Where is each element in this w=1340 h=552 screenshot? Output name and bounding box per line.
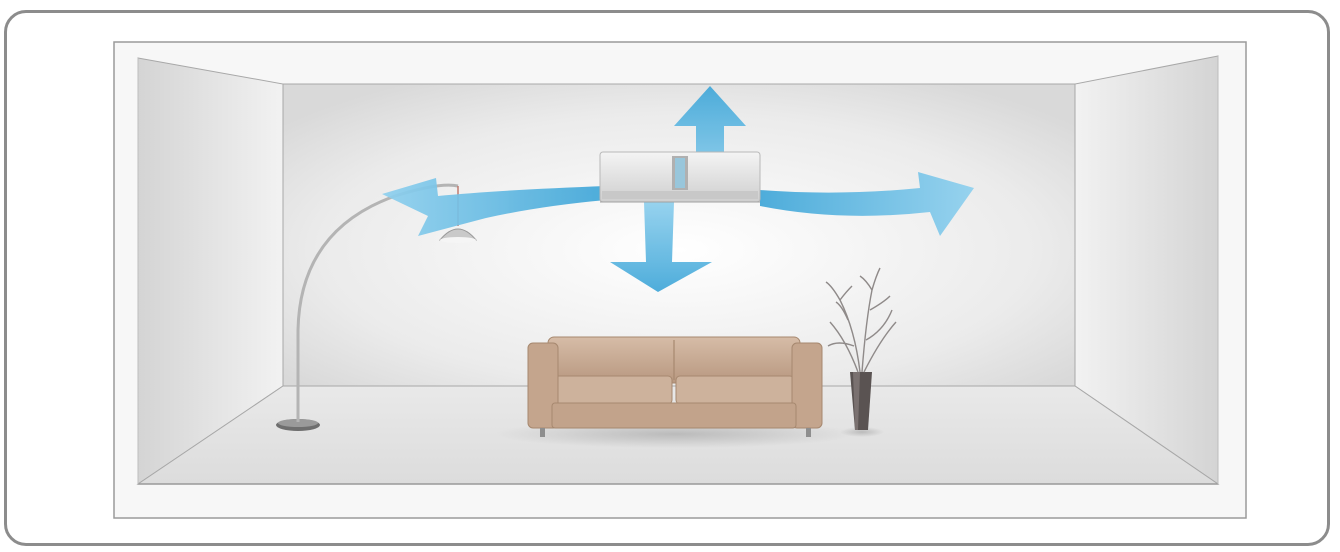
air-conditioner-icon <box>600 152 760 202</box>
